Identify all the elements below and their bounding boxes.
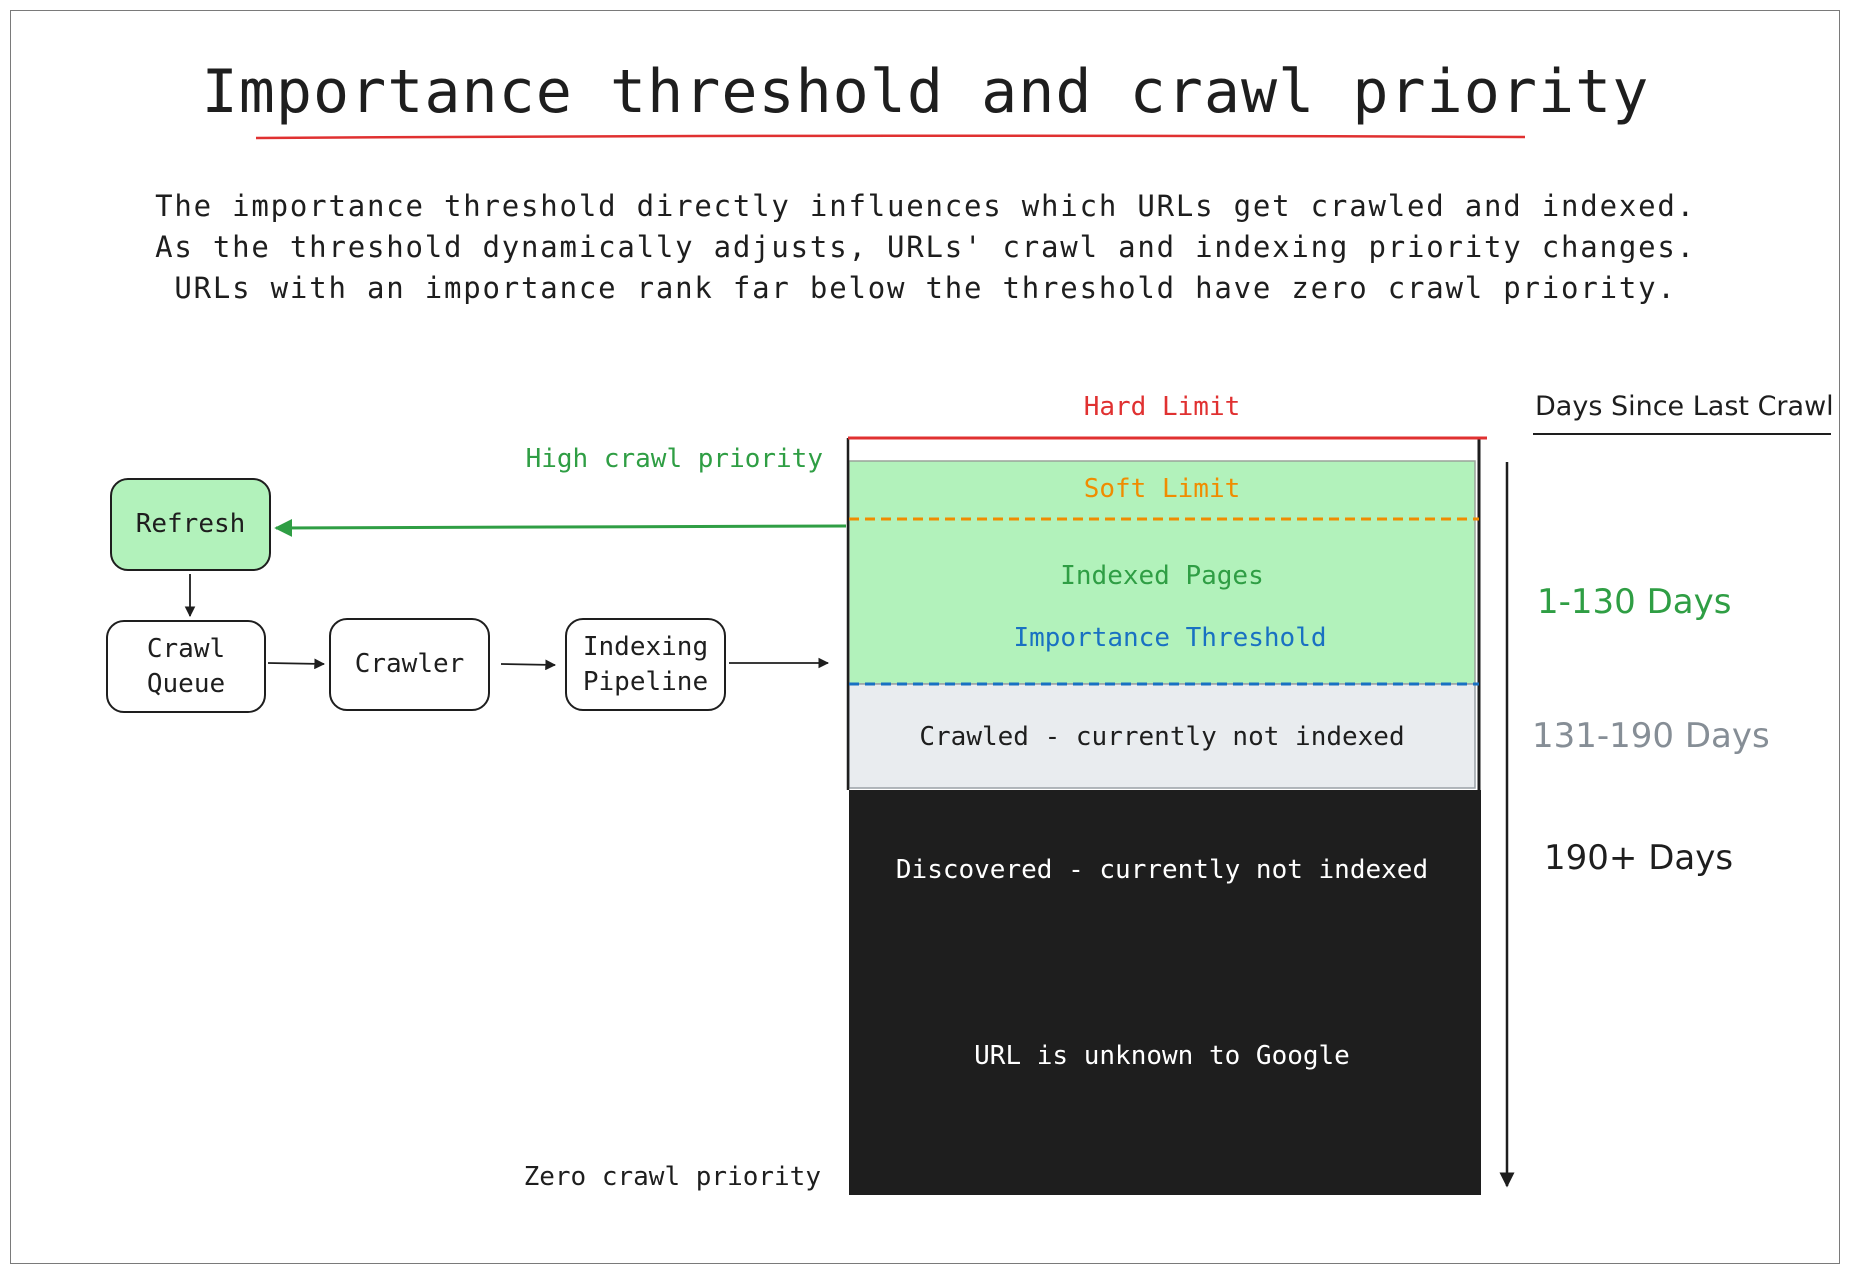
indexing-pipeline-label: Indexing Pipeline — [582, 631, 709, 697]
queue-to-crawler-arrow — [267, 658, 326, 670]
diagram-frame — [10, 10, 1840, 1264]
crawler-label: Crawler — [354, 649, 465, 679]
crawled-not-indexed-label: Crawled - currently not indexed — [919, 722, 1405, 752]
description: The importance threshold directly influe… — [0, 186, 1851, 309]
days-crawled-label: 131-190 Days — [1532, 716, 1770, 756]
high-priority-label: High crawl priority — [525, 444, 823, 474]
crawler-to-pipeline-arrow — [500, 659, 557, 671]
title-underline — [255, 134, 1526, 140]
indexing-pipeline-box[interactable]: Indexing Pipeline — [565, 618, 726, 711]
days-discovered-label: 190+ Days — [1544, 838, 1734, 878]
zero-priority-label: Zero crawl priority — [523, 1162, 821, 1192]
crawl-queue-box[interactable]: Crawl Queue — [106, 620, 266, 713]
page-title: Importance threshold and crawl priority — [201, 57, 1650, 127]
description-line-3: URLs with an importance rank far below t… — [174, 271, 1677, 305]
unknown-url-label: URL is unknown to Google — [974, 1041, 1350, 1071]
indexed-band — [848, 460, 1476, 685]
hard-limit-label: Hard Limit — [1083, 392, 1241, 422]
refresh-label: Refresh — [135, 509, 246, 539]
description-line-2: As the threshold dynamically adjusts, UR… — [155, 230, 1696, 264]
soft-limit-label: Soft Limit — [1083, 474, 1241, 504]
refresh-box[interactable]: Refresh — [110, 478, 271, 571]
high-priority-arrow — [274, 518, 847, 537]
crawl-queue-label: Crawl Queue — [146, 633, 226, 699]
days-header: Days Since Last Crawl — [1535, 391, 1834, 422]
description-line-1: The importance threshold directly influe… — [155, 189, 1696, 223]
days-indexed-label: 1-130 Days — [1537, 582, 1732, 622]
discovered-not-indexed-label: Discovered - currently not indexed — [895, 855, 1429, 885]
indexed-pages-label: Indexed Pages — [1060, 561, 1264, 591]
discovered-band — [849, 790, 1481, 1195]
crawler-box[interactable]: Crawler — [329, 618, 490, 711]
crawled-band — [848, 683, 1476, 789]
importance-threshold-label: Importance Threshold — [1013, 623, 1327, 653]
